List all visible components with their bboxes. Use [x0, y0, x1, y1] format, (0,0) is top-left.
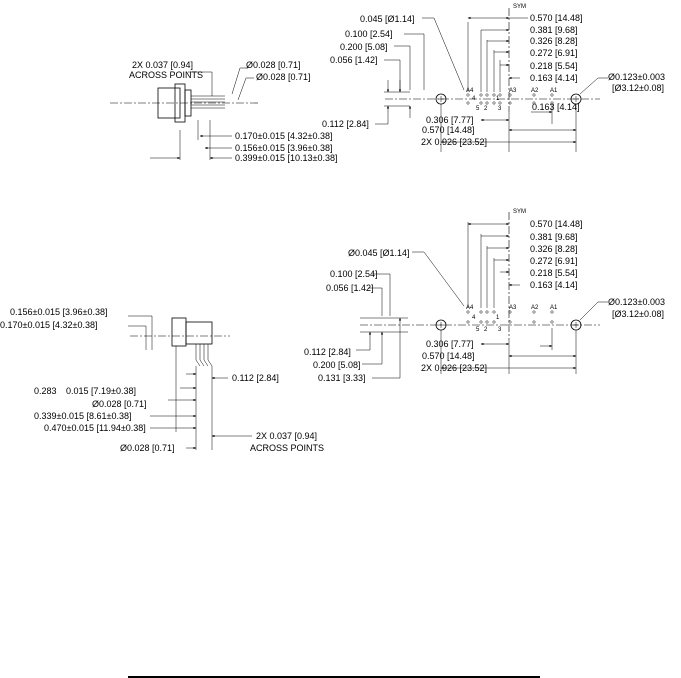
dim-170-label: 0.170±0.015 [4.32±0.38]	[0, 320, 97, 330]
dim-156-label: 0.156±0.015 [3.96±0.38]	[235, 143, 332, 153]
sym-label: SYM	[513, 209, 526, 215]
d100-label: 0.100 [2.54]	[345, 29, 393, 39]
dim-156-label: 0.156±0.015 [3.96±0.38]	[10, 307, 107, 317]
d200-label: 0.200 [5.08]	[313, 360, 361, 370]
p4-label: 4	[472, 315, 476, 321]
p5-label: 5	[476, 106, 480, 112]
hole-dia-metric-label: [Ø3.12±0.08]	[612, 309, 664, 319]
d926-label: 2X 0.926 [23.52]	[421, 137, 487, 147]
r218-label: 0.218 [5.54]	[530, 268, 578, 278]
a1-label: A1	[550, 305, 558, 311]
dia-leader-a	[231, 67, 248, 95]
d112-label: 0.112 [2.84]	[232, 373, 279, 383]
d131-label: 0.131 [3.33]	[318, 373, 366, 383]
r570-label: 0.570 [14.48]	[530, 13, 583, 23]
a3-label: A3	[509, 305, 517, 311]
d339-label: 0.339±0.015 [8.61±0.38]	[34, 411, 131, 421]
bottom-left-side-view: 0.156±0.015 [3.96±0.38] 0.170±0.015 [4.3…	[0, 307, 324, 453]
across-points-label-1: 2X 0.037 [0.94]	[256, 431, 317, 441]
bottom-right-front-view: 0.570 [14.48] 0.381 [9.68] 0.326 [8.28] …	[304, 209, 665, 383]
connector-flange	[171, 317, 187, 347]
p1-label: 1	[496, 315, 500, 321]
r218-label: 0.218 [5.54]	[530, 61, 578, 71]
d056-label: 0.056 [1.42]	[330, 55, 378, 65]
d306-label: 0.306 [7.77]	[426, 339, 474, 349]
d200-label: 0.200 [5.08]	[340, 42, 388, 52]
across-points-label-2: ACROSS POINTS	[129, 70, 203, 80]
p5-label: 5	[476, 327, 480, 333]
pin-field	[466, 310, 554, 324]
d283-label: 0.283	[34, 386, 57, 396]
pin-bundle	[195, 344, 213, 367]
p3-label: 3	[498, 106, 502, 112]
top-left-side-view: 2X 0.037 [0.94] ACROSS POINTS Ø0.028 [0.…	[110, 60, 337, 163]
p2-label: 2	[484, 106, 488, 112]
a2-label: A2	[531, 305, 539, 311]
dia-label: Ø0.028 [0.71]	[92, 399, 147, 409]
d112-label: 0.112 [2.84]	[322, 119, 369, 129]
pin-bundle	[191, 95, 225, 109]
p4-label: 4	[472, 96, 476, 102]
p3-label: 3	[498, 327, 502, 333]
r272-label: 0.272 [6.91]	[530, 48, 578, 58]
top-right-front-view: 0.570 [14.48] 0.381 [9.68] 0.326 [8.28] …	[322, 4, 665, 152]
d015-label: 0.015 [7.19±0.38]	[66, 386, 136, 396]
r163b-label: 0.163 [4.14]	[532, 102, 580, 112]
d470-label: 0.470±0.015 [11.94±0.38]	[44, 423, 146, 433]
connector-body	[185, 321, 213, 345]
a3-label: A3	[509, 88, 517, 94]
dia-label-b: Ø0.028 [0.71]	[256, 72, 311, 82]
r381-label: 0.381 [9.68]	[530, 232, 578, 242]
d100-label: 0.100 [2.54]	[330, 269, 378, 279]
r163-label: 0.163 [4.14]	[530, 73, 578, 83]
d570b-label: 0.570 [14.48]	[422, 125, 475, 135]
a1-label: A1	[550, 88, 558, 94]
r326-label: 0.326 [8.28]	[530, 36, 578, 46]
across-points-label-2: ACROSS POINTS	[250, 443, 324, 453]
hole-dia-metric-label: [Ø3.12±0.08]	[612, 83, 664, 93]
d056-label: 0.056 [1.42]	[326, 283, 374, 293]
r163-label: 0.163 [4.14]	[530, 280, 578, 290]
across-dia-label: Ø0.028 [0.71]	[120, 443, 175, 453]
dim-170-label: 0.170±0.015 [4.32±0.38]	[235, 131, 332, 141]
across-points-label-1: 2X 0.037 [0.94]	[132, 60, 193, 70]
a4-label: A4	[466, 305, 474, 311]
dia-leader-b	[237, 77, 254, 101]
d045-label: Ø0.045 [Ø1.14]	[348, 248, 410, 258]
dia-label-a: Ø0.028 [0.71]	[246, 60, 301, 70]
r326-label: 0.326 [8.28]	[530, 244, 578, 254]
a4-label: A4	[466, 88, 474, 94]
pin-field	[466, 93, 554, 105]
d112-label: 0.112 [2.84]	[304, 347, 351, 357]
dim-399-label: 0.399±0.015 [10.13±0.38]	[235, 153, 337, 163]
p1-label: 1	[496, 96, 500, 102]
r570-label: 0.570 [14.48]	[530, 219, 583, 229]
r381-label: 0.381 [9.68]	[530, 25, 578, 35]
sym-label: SYM	[513, 4, 526, 10]
d926-label: 2X 0.926 [23.52]	[421, 363, 487, 373]
r272-label: 0.272 [6.91]	[530, 256, 578, 266]
across-leader	[188, 71, 213, 96]
d570b-label: 0.570 [14.48]	[422, 351, 475, 361]
hole-dia-label: Ø0.123±0.003	[608, 297, 665, 307]
a2-label: A2	[531, 88, 539, 94]
p2-label: 2	[484, 327, 488, 333]
hole-dia-label: Ø0.123±0.003	[608, 72, 665, 82]
d306-label: 0.306 [7.77]	[426, 115, 474, 125]
d045-label: 0.045 [Ø1.14]	[360, 14, 415, 24]
